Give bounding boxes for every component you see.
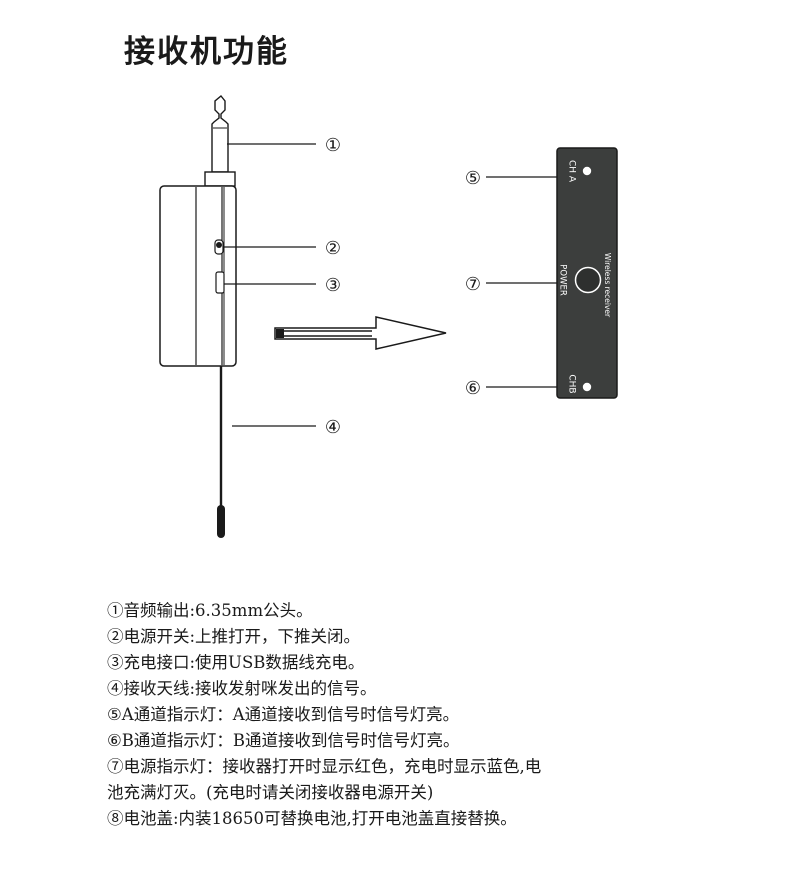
desc-power-indicator-cont: 池充满灯灭。(充电时请关闭接收器电源开关) (107, 783, 434, 802)
label-brand: Wireless receiver (603, 253, 612, 318)
label-cha: CH A (567, 160, 577, 183)
marker-6: ⑥ (465, 378, 481, 399)
control-panel: CH A CHB POWER Wireless receiver (556, 147, 618, 399)
channel-b-led (582, 382, 592, 392)
marker-5: ⑤ (465, 168, 481, 189)
marker-3: ③ (325, 275, 341, 296)
channel-a-led (582, 166, 592, 176)
marker-2: ② (325, 238, 341, 259)
label-power: POWER (558, 264, 568, 296)
desc-channel-a: ⑤A通道指示灯：A通道接收到信号时信号灯亮。 (107, 705, 460, 724)
receiver-body (159, 185, 237, 367)
page-title: 接收机功能 (124, 34, 289, 70)
power-button (574, 266, 602, 294)
desc-power-indicator: ⑦电源指示灯：接收器打开时显示红色，充电时显示蓝色,电 (107, 757, 542, 776)
audio-jack (204, 95, 236, 187)
desc-audio-output: ①音频输出:6.35mm公头。 (107, 601, 313, 620)
arrow-icon (274, 316, 447, 350)
desc-battery-cover: ⑧电池盖:内装18650可替换电池,打开电池盖直接替换。 (107, 809, 517, 828)
feature-descriptions: ①音频输出:6.35mm公头。 ②电源开关:上推打开，下推关闭。 ③充电接口:使… (107, 598, 707, 832)
desc-charging-port: ③充电接口:使用USB数据线充电。 (107, 653, 365, 672)
power-switch (214, 239, 224, 255)
marker-4: ④ (325, 417, 341, 438)
marker-1: ① (325, 135, 341, 156)
label-chb: CHB (567, 374, 577, 393)
desc-channel-b: ⑥B通道指示灯：B通道接收到信号时信号灯亮。 (107, 731, 460, 750)
usb-port (215, 271, 225, 294)
antenna (217, 366, 225, 538)
desc-power-switch: ②电源开关:上推打开，下推关闭。 (107, 627, 361, 646)
desc-antenna: ④接收天线:接收发射咪发出的信号。 (107, 679, 377, 698)
marker-7: ⑦ (465, 274, 481, 295)
